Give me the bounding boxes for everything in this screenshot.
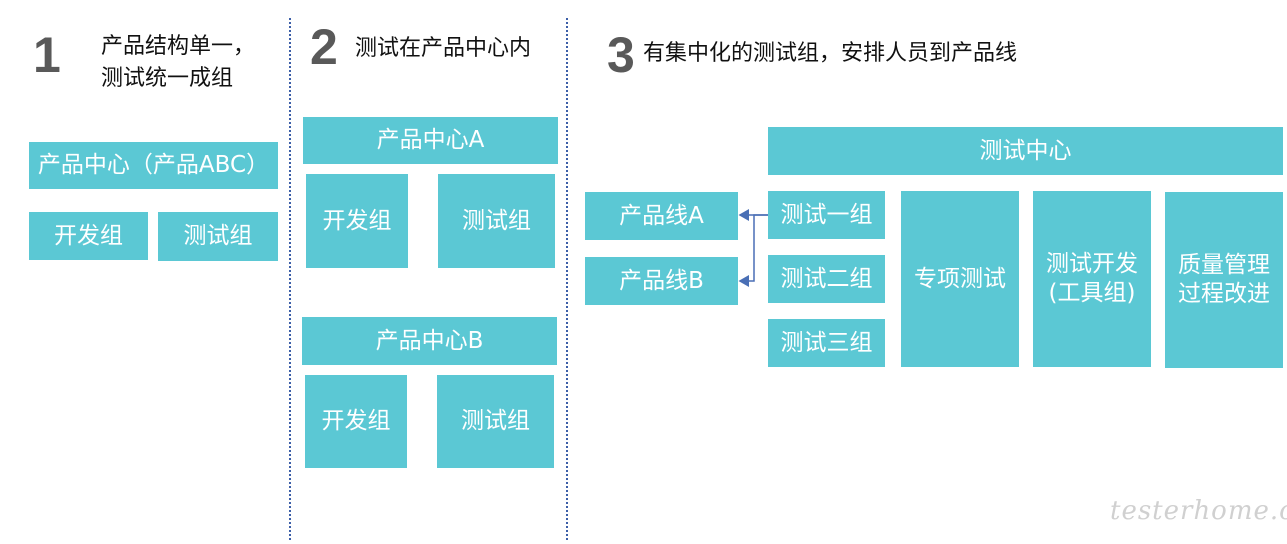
section-2-number: 2 xyxy=(310,19,338,75)
test-group-2-box: 测试二组 xyxy=(768,255,885,303)
center-b-dev-group-box: 开发组 xyxy=(305,375,407,468)
section-1-number: 1 xyxy=(33,27,61,83)
quality-process-box: 质量管理 过程改进 xyxy=(1165,192,1283,368)
test-dev-tools-box: 测试开发 (工具组) xyxy=(1033,191,1151,367)
test-center-box: 测试中心 xyxy=(768,127,1283,175)
product-center-abc-box: 产品中心（产品ABC） xyxy=(29,142,278,189)
test-group-box: 测试组 xyxy=(158,212,278,261)
test-group-3-box: 测试三组 xyxy=(768,319,885,367)
section-1-heading: 产品结构单一， 测试统一成组 xyxy=(101,34,256,91)
center-a-test-group-box: 测试组 xyxy=(438,174,555,268)
test-group-1-box: 测试一组 xyxy=(768,191,885,239)
product-center-a-box: 产品中心A xyxy=(303,117,558,164)
divider-2 xyxy=(566,18,568,540)
product-center-b-box: 产品中心B xyxy=(302,317,557,365)
arrow-to-product-line-b xyxy=(738,214,768,287)
center-b-test-group-box: 测试组 xyxy=(437,375,554,468)
watermark: testerhome.com xyxy=(1110,496,1287,526)
section-3-heading: 有集中化的测试组，安排人员到产品线 xyxy=(643,41,1018,66)
divider-1 xyxy=(289,18,291,540)
section-3-number: 3 xyxy=(607,27,635,83)
dev-group-box: 开发组 xyxy=(29,212,148,260)
section-2-heading: 测试在产品中心内 xyxy=(355,36,532,61)
product-line-a-box: 产品线A xyxy=(585,192,738,240)
center-a-dev-group-box: 开发组 xyxy=(306,174,408,268)
special-test-box: 专项测试 xyxy=(901,191,1019,367)
product-line-b-box: 产品线B xyxy=(585,257,738,305)
